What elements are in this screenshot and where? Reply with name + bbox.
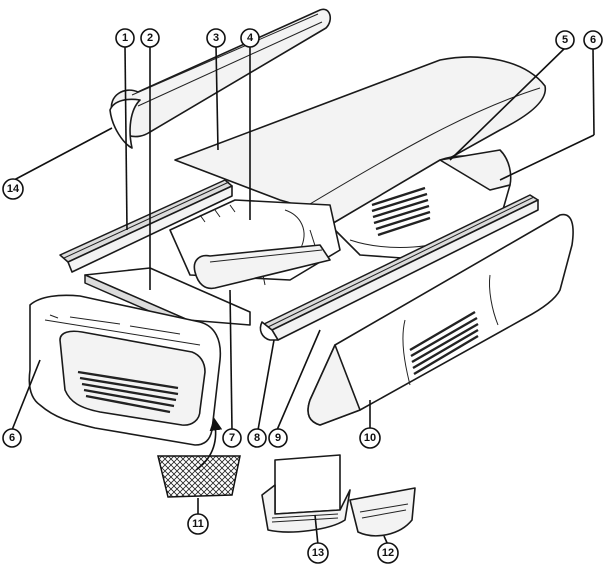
front-rail (259, 194, 539, 341)
svg-text:9: 9 (275, 432, 281, 444)
callout-5: 5 (555, 30, 575, 50)
callout-9: 9 (268, 428, 288, 448)
callout-1: 1 (115, 28, 135, 48)
callout-7: 7 (222, 428, 242, 448)
callout-12: 12 (377, 542, 399, 564)
callout-6-left: 6 (2, 428, 22, 448)
svg-text:1: 1 (122, 32, 128, 44)
callout-8: 8 (247, 428, 267, 448)
callout-6-top: 6 (583, 30, 603, 50)
mesh-filter (157, 455, 241, 498)
front-grille (409, 310, 479, 376)
svg-text:8: 8 (254, 432, 260, 444)
curved-baffle (193, 244, 331, 290)
end-cap-trim (109, 8, 332, 149)
callout-3: 3 (206, 28, 226, 48)
filter-frame (349, 487, 416, 537)
end-panel-vent (77, 370, 179, 414)
callouts: 1 2 3 4 5 6 6 7 (2, 28, 603, 564)
callout-2: 2 (140, 28, 160, 48)
svg-text:3: 3 (213, 32, 219, 44)
end-panel-left (28, 294, 222, 446)
svg-text:5: 5 (562, 34, 568, 46)
svg-text:13: 13 (312, 547, 324, 559)
svg-text:10: 10 (364, 432, 376, 444)
filter-holder (261, 454, 351, 533)
svg-text:6: 6 (590, 34, 596, 46)
svg-text:6: 6 (9, 432, 15, 444)
svg-text:7: 7 (229, 432, 235, 444)
callout-14: 14 (2, 178, 24, 200)
svg-text:2: 2 (147, 32, 153, 44)
leader-lines (11, 45, 595, 546)
svg-text:4: 4 (247, 32, 254, 44)
callout-10: 10 (359, 427, 381, 449)
front-cover (307, 213, 574, 426)
blower-fan-grille (371, 186, 431, 237)
callout-11: 11 (187, 513, 209, 535)
svg-text:11: 11 (192, 518, 204, 530)
svg-text:14: 14 (7, 183, 20, 195)
callout-4: 4 (240, 28, 260, 48)
callout-13: 13 (307, 542, 329, 564)
svg-text:12: 12 (382, 547, 394, 559)
